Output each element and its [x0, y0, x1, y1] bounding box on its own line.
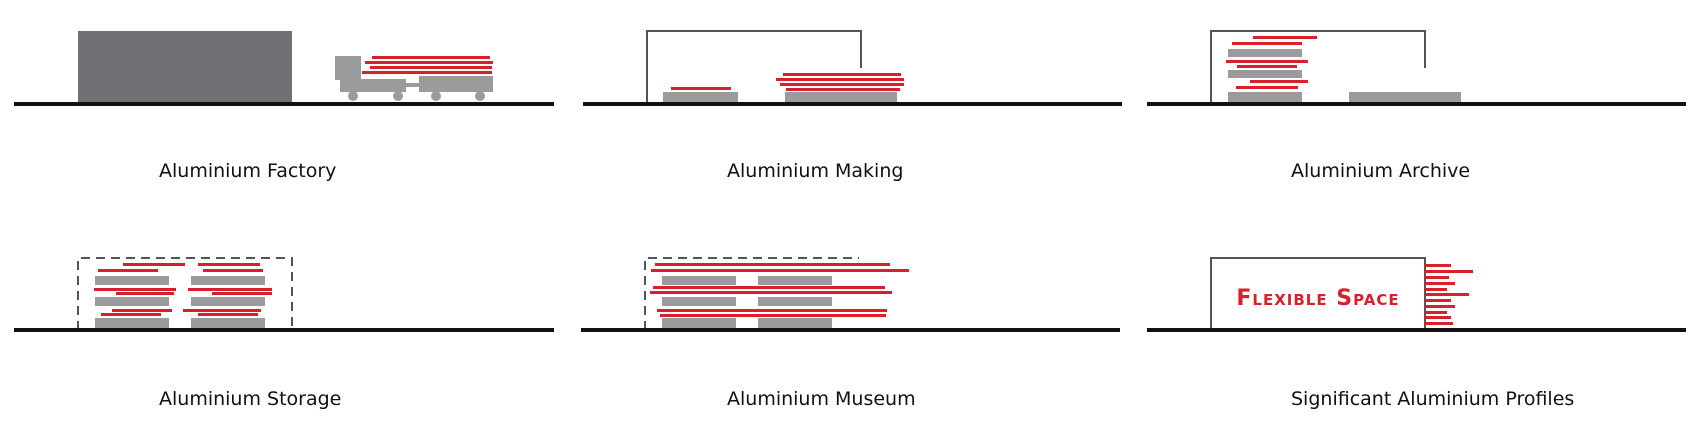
ground-line [14, 328, 554, 332]
ground-line [1147, 102, 1686, 106]
caption-profiles: Significant Aluminium Profiles [1291, 388, 1575, 410]
building-outline [646, 30, 862, 102]
factory-building [78, 31, 292, 103]
profile-samples [1425, 264, 1473, 325]
ground-line [581, 328, 1120, 332]
ground-line [1147, 328, 1686, 332]
truck-wheel [475, 91, 485, 101]
caption-storage: Aluminium Storage [159, 388, 342, 410]
truck-wheel [431, 91, 441, 101]
truck-trailer [419, 76, 493, 92]
flexible-space-label: Flexible Space [1236, 286, 1399, 311]
profile-bars [776, 73, 904, 91]
panel-making [583, 30, 1122, 106]
storage-profiles [94, 263, 272, 316]
profile-stack [663, 92, 738, 102]
panel-archive [1147, 30, 1686, 106]
building-outline [1210, 30, 1426, 102]
profile-stack [1349, 92, 1461, 102]
museum-displays [662, 276, 832, 328]
truck-wheel [393, 91, 403, 101]
truck-wheel [348, 91, 358, 101]
truck-hitch [405, 83, 421, 87]
building-outline [644, 257, 859, 330]
truck-cab [335, 56, 361, 80]
museum-profiles [650, 263, 909, 317]
truck-chassis [340, 79, 406, 92]
ground-line [583, 102, 1122, 106]
truck [335, 56, 493, 101]
truck-profile-load [362, 56, 493, 74]
panel-museum [581, 257, 1120, 332]
ground-line [14, 102, 554, 106]
storage-shelves [95, 276, 265, 328]
caption-factory: Aluminium Factory [159, 160, 337, 182]
caption-museum: Aluminium Museum [727, 388, 916, 410]
building-outline [77, 257, 293, 330]
caption-making: Aluminium Making [727, 160, 904, 182]
panel-storage [14, 257, 554, 332]
panel-profiles: Flexible Space [1147, 257, 1686, 332]
panel-factory [14, 31, 554, 106]
archive-profiles [1226, 36, 1317, 89]
caption-archive: Aluminium Archive [1291, 160, 1471, 182]
profile-bar [671, 87, 731, 90]
archive-shelves [1228, 49, 1302, 102]
profile-stack [785, 92, 897, 102]
